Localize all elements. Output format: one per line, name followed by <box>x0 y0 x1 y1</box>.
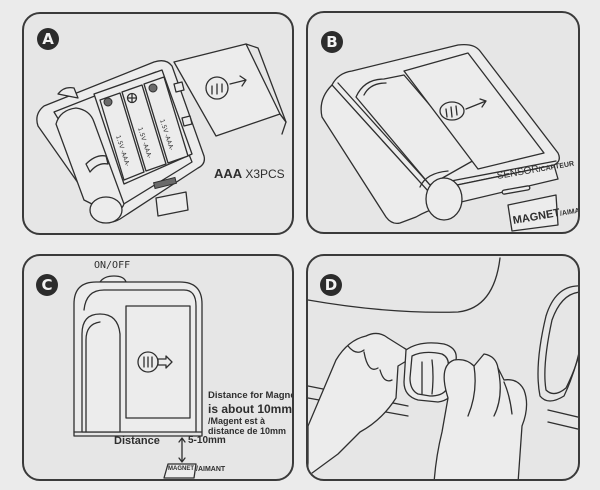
note-line-4: distance de 10mm <box>208 426 287 436</box>
step-d-badge: D <box>320 274 342 296</box>
lens-icon <box>89 196 123 224</box>
battery-quantity: X3PCS <box>245 167 285 181</box>
step-b-panel: B SENSOR/CAPTEUR MAG <box>306 11 580 234</box>
right-hand-icon <box>433 353 528 479</box>
slide-grip-icon <box>205 76 229 100</box>
step-b-illustration <box>320 43 560 232</box>
note-line-3: /Magent est à <box>208 416 266 426</box>
step-b-badge: B <box>321 31 343 53</box>
aaa-battery <box>99 92 145 181</box>
step-c-illustration <box>73 275 203 479</box>
distance-value: 5-10mm <box>188 435 226 446</box>
slide-grip-icon <box>439 101 465 121</box>
door-handle-loop <box>537 285 578 402</box>
battery-count-label: AAA X3PCS <box>214 166 285 181</box>
note-line-2: is about 10mm <box>208 402 293 416</box>
left-hand-icon <box>308 332 410 477</box>
magnet-distance-note: Distance for Magnet is about 10mm /Magen… <box>208 390 294 437</box>
step-a-panel: A <box>22 12 294 235</box>
slide-arrow-icon <box>157 355 173 369</box>
magnet-piece <box>163 463 197 479</box>
magnet-piece <box>155 191 189 217</box>
car-door-edge <box>308 257 501 313</box>
step-c-panel: C ON/OFF MAGNET /AIMANT Distance 5-10mm … <box>22 254 294 481</box>
slide-arrow-icon <box>229 75 247 87</box>
battery-type: AAA <box>214 166 242 181</box>
step-a-illustration: 1.5V -AAA- 1.5V -AAA- 1.5V -AAA- <box>36 43 287 224</box>
aaa-battery <box>121 84 167 172</box>
magnet-label-c-fr: /AIMANT <box>196 466 226 473</box>
device-body-open: 1.5V -AAA- 1.5V -AAA- 1.5V -AAA- <box>36 60 206 224</box>
aaa-battery <box>143 76 189 164</box>
slide-arrow-icon <box>465 98 487 110</box>
step-a-badge: A <box>37 28 59 50</box>
device-front-view <box>73 275 203 479</box>
step-d-illustration <box>308 257 578 479</box>
lens-icon <box>425 177 463 221</box>
battery-cover <box>173 43 287 137</box>
on-off-switch <box>99 275 127 283</box>
distance-arrow-icon <box>178 437 186 463</box>
device-body-closed <box>320 43 560 232</box>
sensor-slot <box>501 185 531 195</box>
battery-cover-closed <box>403 52 545 170</box>
note-line-1: Distance for Magnet <box>208 390 294 401</box>
step-d-panel: D <box>306 254 580 481</box>
step-c-badge: C <box>36 274 58 296</box>
on-off-label: ON/OFF <box>94 260 131 271</box>
distance-label: Distance <box>114 435 160 447</box>
magnet-label-c: MAGNET <box>168 466 194 472</box>
magnet-piece <box>507 194 559 232</box>
sensor-strip <box>152 176 178 190</box>
power-button-icon <box>57 86 79 99</box>
